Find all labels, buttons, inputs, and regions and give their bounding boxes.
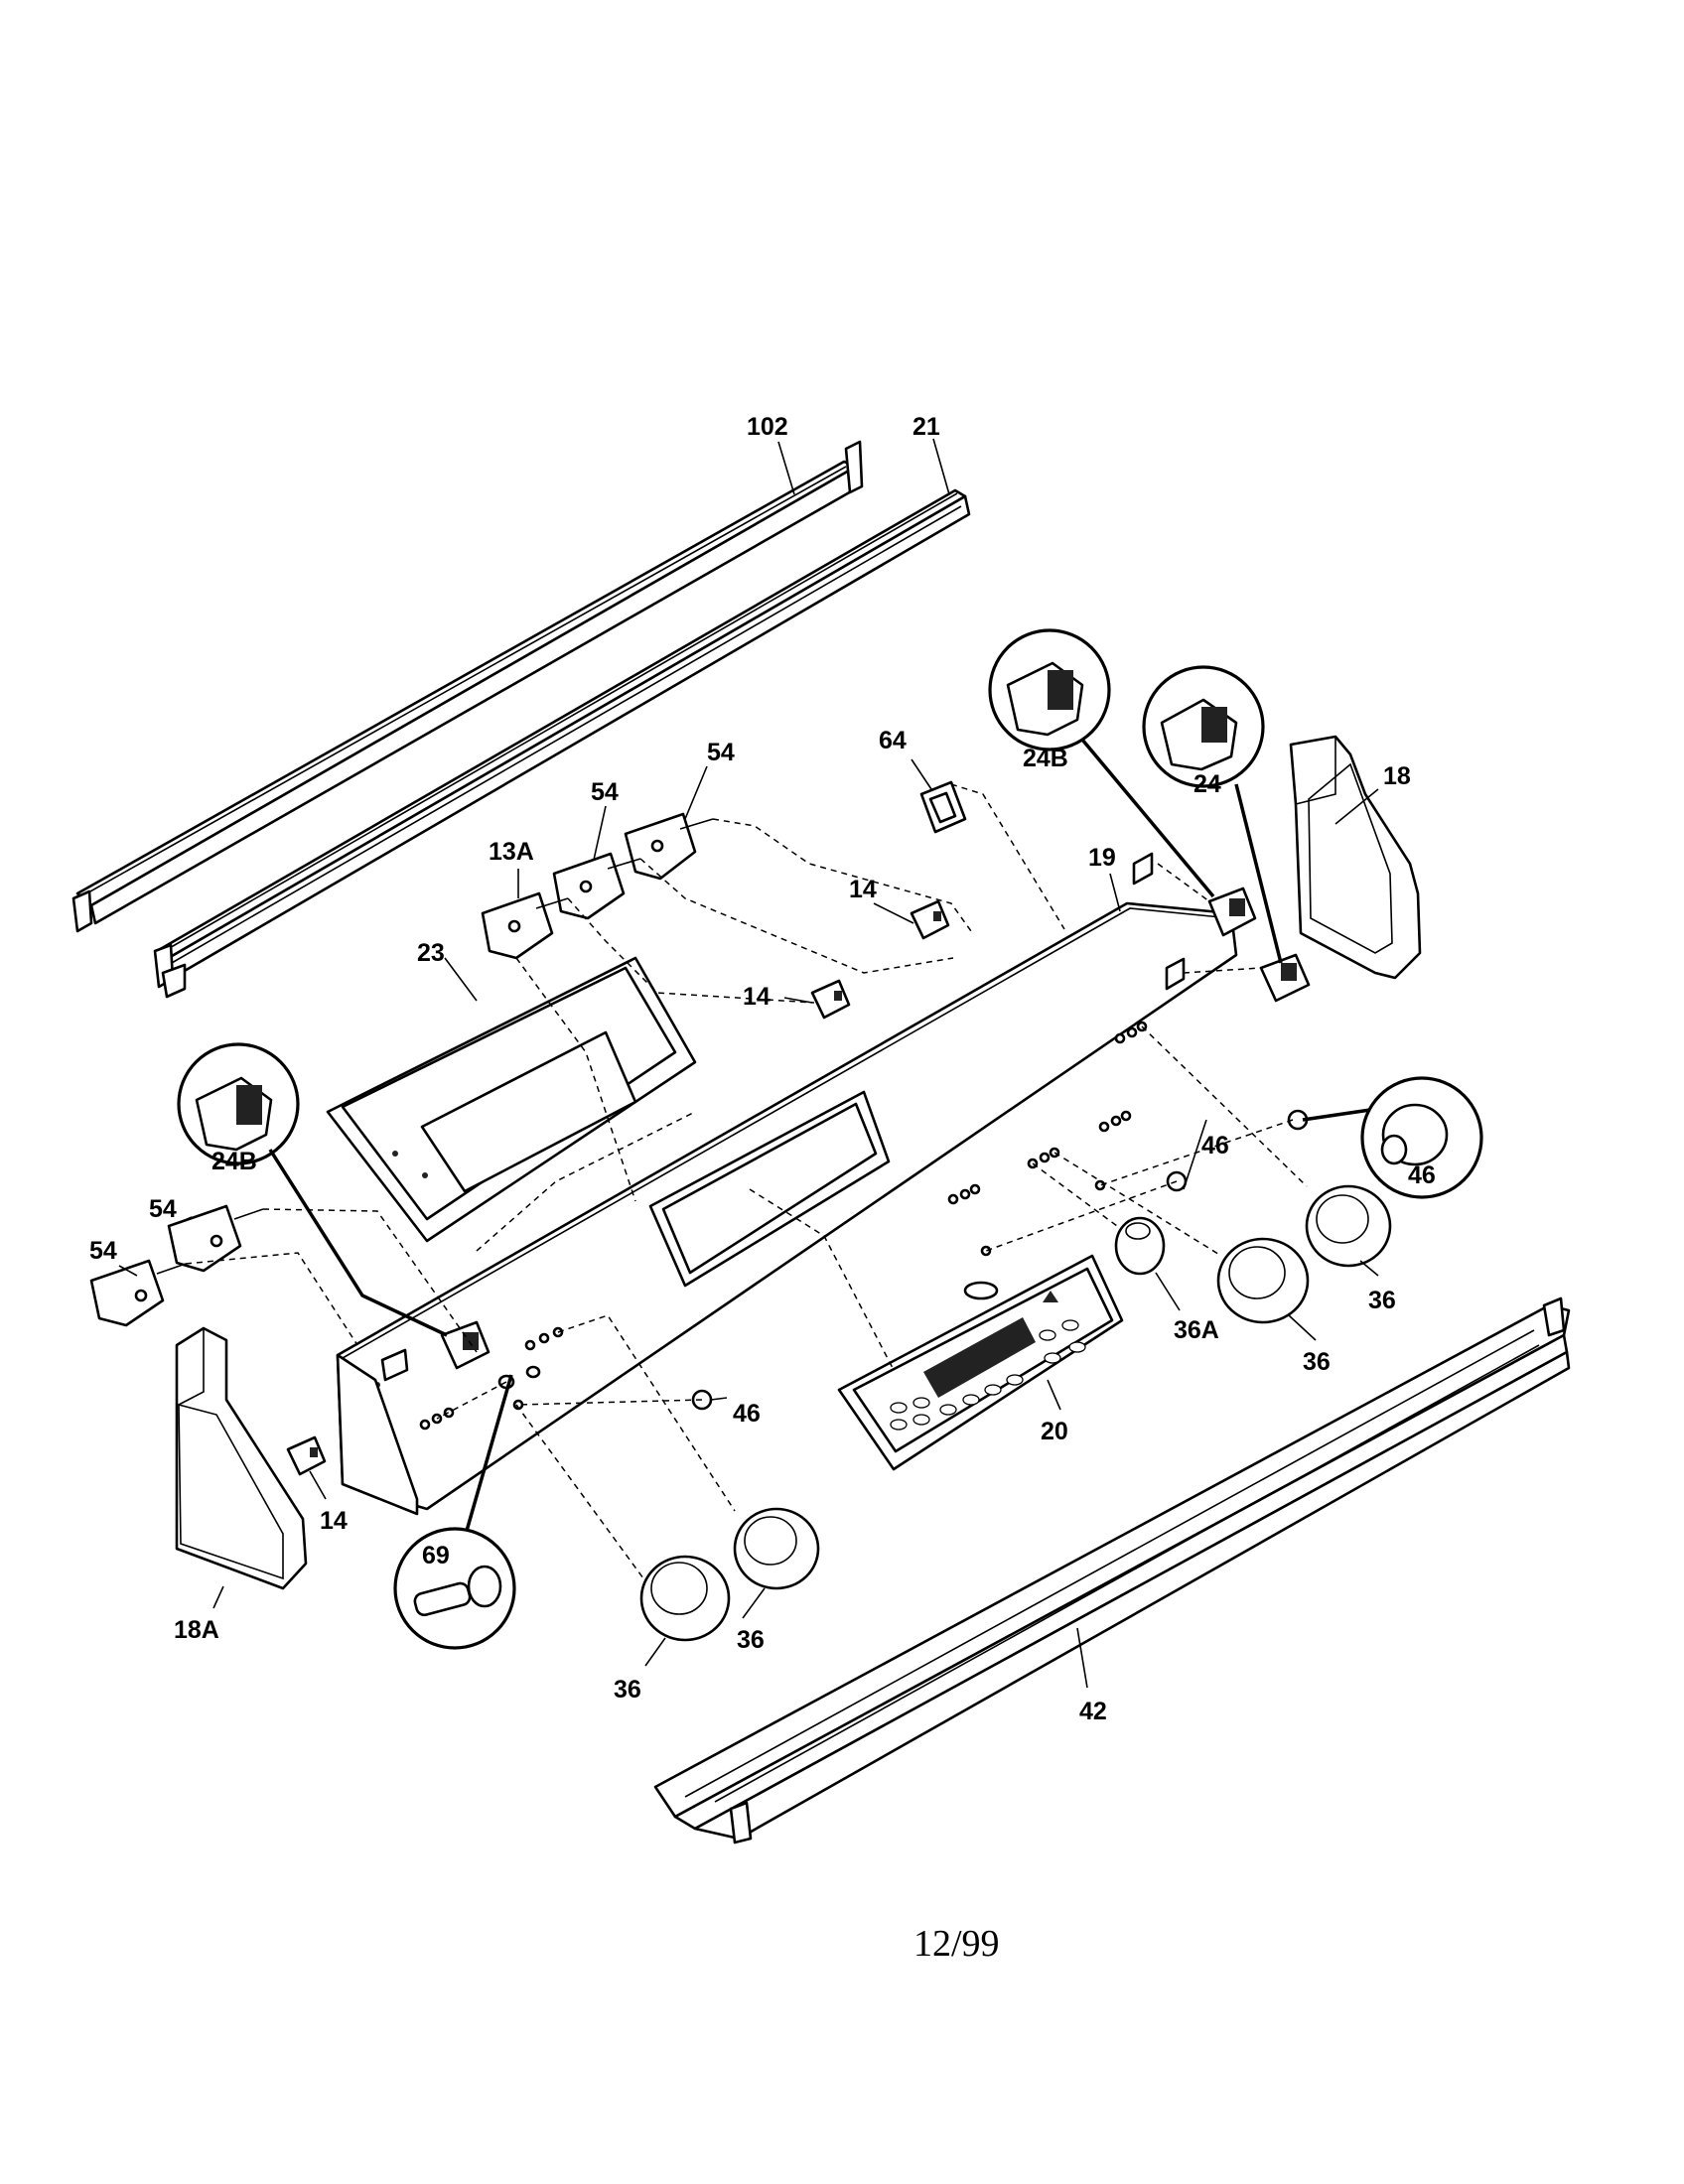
label-20: 20 [1041,1418,1068,1445]
switch-54-left-lower [89,1259,187,1327]
revision-date: 12/99 [913,1923,1000,1965]
knob-36-right-lower [1216,1237,1310,1324]
label-54-left-lower: 54 [89,1237,117,1265]
label-54-top-middle: 54 [591,778,619,806]
label-36-right-lower: 36 [1303,1348,1331,1376]
label-14-upper: 14 [849,876,877,903]
switch-54-top-right [624,812,714,881]
label-24b-top: 24B [1023,745,1068,772]
label-102: 102 [747,413,788,441]
label-46-callout: 46 [1408,1161,1436,1189]
label-54-left-upper: 54 [149,1195,177,1223]
switch-14-lower [286,1435,327,1476]
label-42: 42 [1079,1698,1107,1725]
callout-24b-top [988,628,1215,898]
knob-36a [1114,1216,1166,1276]
label-36-left-upper: 36 [737,1626,765,1654]
switch-24b-right [1207,887,1257,937]
part-21-channel-strip [153,488,971,999]
switch-14-middle [810,979,851,1020]
label-13a: 13A [489,838,534,866]
switch-24-right [1259,953,1311,1003]
callout-46 [1302,1076,1483,1199]
knob-36-left-lower [639,1555,731,1642]
label-54-top-right: 54 [707,739,735,766]
label-18: 18 [1383,762,1411,790]
label-36a: 36A [1174,1316,1219,1344]
label-36-right-upper: 36 [1368,1287,1396,1314]
switch-24b-left [440,1320,491,1370]
callout-24 [1142,665,1283,964]
switch-54-left-upper [167,1204,264,1273]
label-18a: 18A [174,1616,219,1644]
label-23: 23 [417,939,445,967]
label-24: 24 [1193,770,1221,798]
part-20-electronic-control [837,1254,1124,1471]
label-14-middle: 14 [743,983,771,1011]
switch-54-top-middle [552,852,641,920]
assembly-dashed-lines [185,783,1308,1579]
label-21: 21 [912,413,940,441]
label-46-middle: 46 [1201,1132,1229,1160]
part-18a-end-cap [175,1326,308,1590]
part-labels: 102 21 64 24B 24 18 54 54 13A 19 14 14 2… [89,413,1436,1725]
label-19: 19 [1088,844,1116,872]
label-46-left: 46 [733,1400,761,1428]
label-14-lower: 14 [320,1507,348,1535]
callout-24b-left [177,1042,448,1337]
leader-lines [118,438,1379,1689]
label-69: 69 [422,1542,450,1570]
part-18-end-cap [1289,735,1422,980]
label-36-left-lower: 36 [614,1676,641,1704]
part-102-trim-strip [71,440,864,933]
part-19-control-panel [336,852,1238,1516]
callout-69 [393,1374,516,1650]
switch-14-upper [910,899,950,940]
label-64: 64 [879,727,907,754]
part-42-bottom-trim [653,1297,1571,1844]
label-24b-left: 24B [211,1148,257,1175]
part-64-indicator [919,780,967,834]
knob-36-right-upper [1305,1184,1392,1268]
switch-13a [481,891,569,960]
knob-36-left-upper [733,1507,820,1590]
part-23-bracket-panel [326,956,697,1243]
